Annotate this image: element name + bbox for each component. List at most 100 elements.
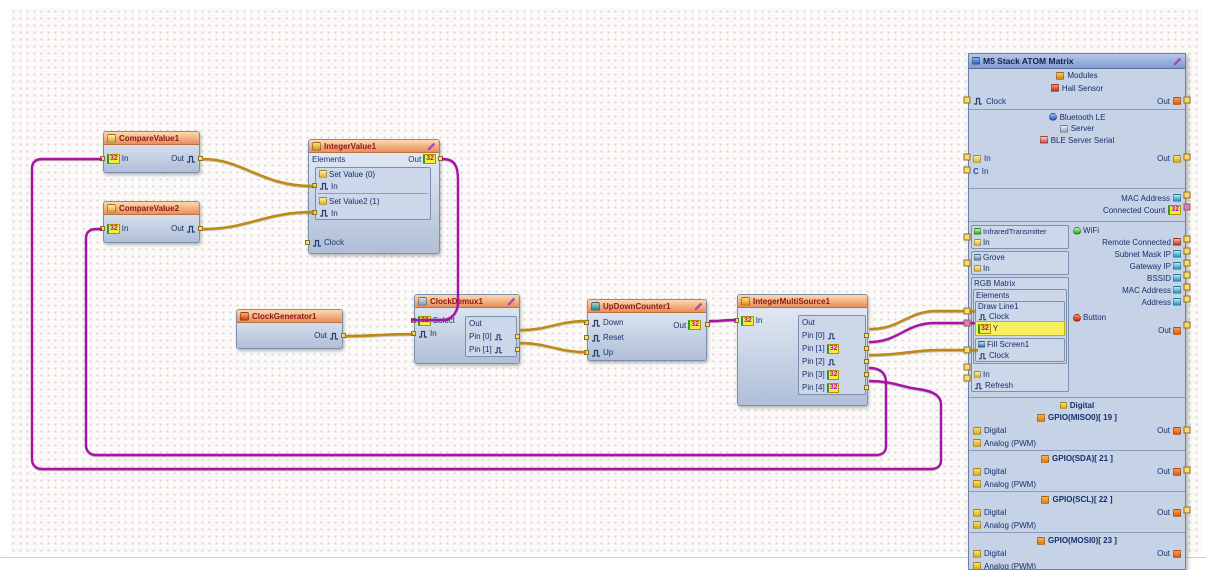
clock-pin-icon	[494, 346, 502, 353]
pin-connector-clock[interactable]	[305, 239, 310, 245]
pin-connector-reset[interactable]	[584, 334, 589, 340]
in-pin-icon	[974, 371, 981, 378]
component-clock-generator-1[interactable]: ClockGenerator1 Out	[236, 309, 346, 349]
pin-connector-pin3[interactable]	[864, 371, 869, 377]
mac-address-pin-icon[interactable]	[1173, 194, 1181, 202]
pin-connector-pin1[interactable]	[864, 345, 869, 351]
m5-stack-atom-matrix-panel[interactable]: M5 Stack ATOM Matrix Modules Hall Sensor…	[968, 53, 1186, 570]
rgb-matrix-box[interactable]: RGB Matrix Elements Draw Line1	[971, 277, 1069, 392]
mac-address-label: MAC Address	[1121, 193, 1170, 203]
clock-pin-icon	[313, 239, 321, 247]
gateway-pin-icon[interactable]	[1173, 262, 1181, 270]
y-pin-row[interactable]: 32 Y	[975, 321, 1065, 336]
wire-compare2-to-setvalue1[interactable]	[201, 210, 315, 231]
component-header[interactable]: IntegerValue1	[309, 140, 439, 153]
draw-line-box[interactable]: Draw Line1 Clock 32 Y	[975, 301, 1065, 336]
wire-ims-pin0-to-drawline-clock[interactable]	[868, 309, 976, 331]
gpio-out-pin-icon[interactable]	[1173, 549, 1181, 558]
rgb-matrix-label: RGB Matrix	[974, 279, 1016, 288]
matrix-in-label: In	[983, 370, 990, 379]
component-header[interactable]: CompareValue2	[104, 202, 199, 215]
clock-pin-icon	[592, 319, 600, 327]
component-clock-demux-1[interactable]: ClockDemux1 32 Select In Out Pin [0]	[411, 294, 520, 364]
digital-section-icon	[1059, 401, 1067, 409]
hall-out-pin-icon[interactable]	[1173, 97, 1181, 105]
gpio-out-pin-icon[interactable]	[1173, 426, 1181, 435]
wifi-mac-label: MAC Address	[1122, 285, 1171, 295]
rgb-elements-box[interactable]: Elements Draw Line1 Clock 32	[973, 289, 1067, 364]
int32-badge: 32	[826, 382, 840, 393]
bssid-pin-icon[interactable]	[1173, 274, 1181, 282]
component-header[interactable]: CompareValue1	[104, 132, 199, 145]
panel-header[interactable]: M5 Stack ATOM Matrix	[969, 54, 1185, 69]
demux-pins-box[interactable]: Out Pin [0] Pin [1]	[465, 316, 520, 357]
pin-connector-pin1[interactable]	[515, 346, 520, 352]
wire-ims-pin3-to-compare2-in[interactable]	[84, 227, 888, 457]
address-label: Address	[1141, 297, 1171, 307]
out-pin-label: Out	[1157, 508, 1170, 517]
clock-pin-icon	[320, 182, 328, 190]
component-compare-value-1[interactable]: CompareValue1 32 In Out	[100, 131, 203, 173]
component-title: UpDownCounter1	[603, 301, 671, 311]
button-out-pin-icon[interactable]	[1173, 326, 1181, 335]
component-integer-multi-source-1[interactable]: IntegerMultiSource1 32 In Out Pin [0] Pi…	[734, 294, 869, 406]
divider	[318, 193, 428, 194]
pin-label-pin2: Pin [2]	[802, 357, 825, 366]
wire-demux-pin1-to-up[interactable]	[519, 341, 587, 354]
fill-screen-box[interactable]: Fill Screen1 Clock	[975, 338, 1065, 362]
wire-demux-pin0-to-down[interactable]	[519, 319, 587, 332]
component-updown-counter-1[interactable]: UpDownCounter1 Down Reset Up Out 32	[584, 299, 710, 361]
edit-icon[interactable]	[1173, 57, 1182, 66]
component-header[interactable]: ClockDemux1	[415, 295, 519, 308]
gpio-name: GPIO(MISO0)[ 19 ]	[1048, 413, 1117, 422]
wifi-mac-pin-icon[interactable]	[1173, 286, 1181, 294]
pin-label-in: In	[430, 329, 437, 338]
gpio-block[interactable]: GPIO(MOSI0)[ 23 ] Digital Out Analog (PW…	[969, 534, 1185, 569]
pin-connector-pin0[interactable]	[864, 332, 869, 338]
component-header[interactable]: ClockGenerator1	[237, 310, 342, 323]
component-integer-value-1[interactable]: IntegerValue1 Elements Out 32 Set Value …	[305, 139, 443, 254]
gpio-out-pin-icon[interactable]	[1173, 467, 1181, 476]
pin-connector-out[interactable]	[705, 322, 710, 327]
wire-integervalue-out-to-demux-select[interactable]	[410, 157, 460, 322]
pin-connector-pin2[interactable]	[864, 358, 869, 364]
char-in-label: In	[981, 166, 989, 176]
panel-edge-connectors[interactable]	[963, 96, 1191, 514]
y-pin-label: Y	[992, 324, 999, 333]
bluetooth-icon	[1048, 113, 1057, 121]
grove-in-label: In	[983, 264, 990, 273]
gpio-out-pin-icon[interactable]	[1173, 508, 1181, 517]
component-header[interactable]: UpDownCounter1	[588, 300, 706, 313]
infrared-transmitter-label: InfraredTransmitter	[983, 227, 1047, 236]
remote-connected-pin-icon[interactable]	[1173, 238, 1181, 246]
gpio-block[interactable]: GPIO(SDA)[ 21 ] Digital Out Analog (PWM)	[969, 452, 1185, 492]
wire-clockgen-to-demux-in[interactable]	[344, 332, 414, 338]
pin-connector-pin0[interactable]	[515, 333, 520, 339]
grove-box[interactable]: Grove In	[971, 251, 1069, 275]
wire-ims-pin4-to-compare1-in[interactable]	[30, 157, 943, 471]
pin-connector-pin4[interactable]	[864, 384, 869, 390]
edit-icon[interactable]	[507, 297, 516, 306]
in-pin-icon	[974, 265, 981, 272]
gpio-block[interactable]: GPIO(MISO0)[ 19 ] Digital Out Analog (PW…	[969, 411, 1185, 451]
edit-icon[interactable]	[694, 302, 703, 311]
elements-list[interactable]: Set Value (0) In Set Value2 (1) In	[312, 167, 431, 220]
serial-out-pin-icon[interactable]	[1173, 154, 1181, 163]
wire-counter-out-to-ims-in[interactable]	[708, 318, 737, 323]
address-pin-icon[interactable]	[1173, 298, 1181, 306]
multisource-pins-box[interactable]: Out Pin [0] Pin [1] 32 Pin [2]	[798, 315, 869, 395]
updown-counter-icon	[591, 301, 600, 311]
subnet-mask-label: Subnet Mask IP	[1114, 249, 1171, 259]
wire-ims-pin1-to-y[interactable]	[868, 321, 976, 344]
edit-icon[interactable]	[427, 142, 436, 151]
infrared-transmitter-box[interactable]: InfraredTransmitter In	[971, 225, 1069, 249]
int32-badge: 32	[741, 315, 754, 326]
wire-ims-pin2-to-fillscreen-clock[interactable]	[868, 348, 979, 357]
wire-compare1-to-setvalue0[interactable]	[201, 157, 315, 188]
component-compare-value-2[interactable]: CompareValue2 32 In Out	[100, 201, 203, 243]
subnet-pin-icon[interactable]	[1173, 250, 1181, 258]
gpio-chip-icon	[1041, 495, 1050, 504]
gpio-block[interactable]: GPIO(SCL)[ 22 ] Digital Out Analog (PWM)	[969, 493, 1185, 533]
component-header[interactable]: IntegerMultiSource1	[738, 295, 867, 308]
